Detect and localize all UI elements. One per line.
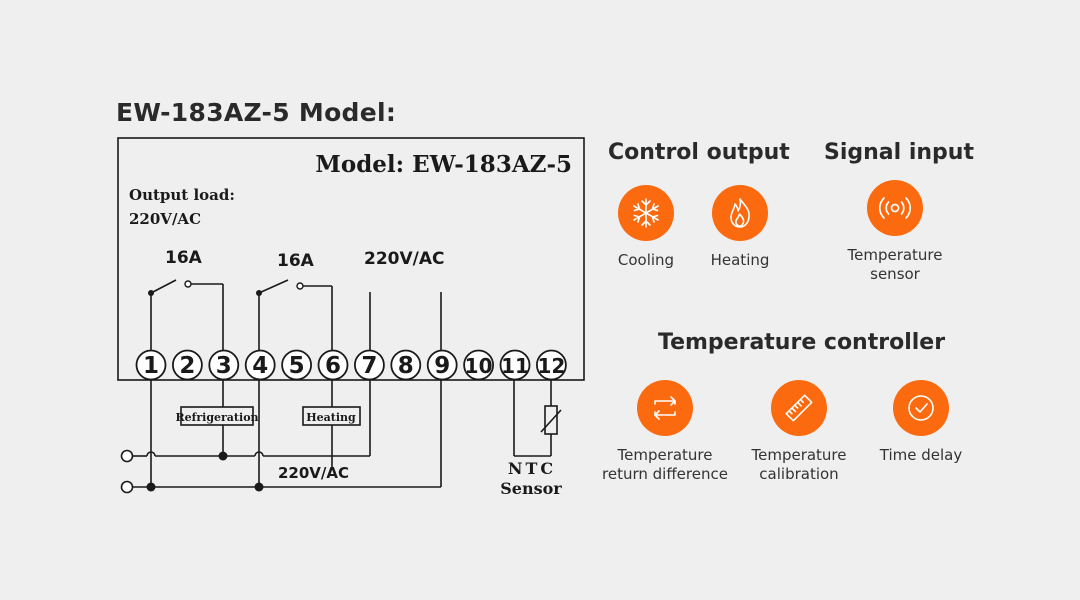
load-refrigeration-label: Refrigeration xyxy=(175,411,258,424)
junction-dot xyxy=(218,451,228,461)
terminal-number: 7 xyxy=(361,353,377,379)
controller-box xyxy=(117,137,585,381)
junction-dot xyxy=(148,290,154,296)
snowflake-icon xyxy=(633,198,659,228)
sensor-label-line1: NTC xyxy=(508,459,556,478)
feature-return-difference: Temperature return difference xyxy=(595,380,735,484)
terminal-4 xyxy=(244,349,276,381)
terminal-12 xyxy=(536,349,567,381)
terminal-number: 4 xyxy=(252,353,268,379)
signal-wave-icon xyxy=(878,197,912,219)
feature-label-line2: return difference xyxy=(602,465,728,483)
relay1-rating: 16A xyxy=(165,248,203,268)
terminal-5 xyxy=(281,349,313,381)
load-heating-label: Heating xyxy=(306,411,356,424)
ruler-icon xyxy=(785,394,813,422)
feature-label-line1: Temperature xyxy=(617,446,713,464)
power-input-terminal xyxy=(120,480,134,494)
output-load-label: Output load: xyxy=(129,186,235,204)
relay2-open-contact xyxy=(296,282,304,290)
terminal-3 xyxy=(208,349,240,381)
power-input-terminal xyxy=(120,449,134,463)
feature-temperature-sensor: Temperature sensor xyxy=(825,180,965,284)
feature-label: Cooling xyxy=(617,251,675,269)
terminal-7 xyxy=(353,349,385,381)
junction-dot xyxy=(254,482,264,492)
terminal-number: 1 xyxy=(143,353,159,379)
feature-calibration: Temperature calibration xyxy=(729,380,869,484)
junction-dot xyxy=(146,482,156,492)
feature-label-line1: Temperature xyxy=(751,446,847,464)
terminal-6 xyxy=(317,349,349,381)
feature-label-line1: Temperature xyxy=(847,246,943,264)
temperature-controller-title: Temperature controller xyxy=(658,330,946,355)
page-title: EW-183AZ-5 Model: xyxy=(116,98,397,127)
terminal-10 xyxy=(463,349,495,381)
power-label-top: 220V/AC xyxy=(364,249,444,269)
terminal-number: 12 xyxy=(537,354,565,378)
load-refrigeration-box xyxy=(180,406,254,426)
feature-cooling: Cooling xyxy=(576,185,716,270)
terminal-number: 5 xyxy=(289,353,305,379)
terminal-number: 2 xyxy=(179,353,195,379)
terminal-number: 8 xyxy=(398,353,414,379)
terminal-11 xyxy=(499,349,531,381)
power-label-bottom: 220V/AC xyxy=(278,464,349,482)
flame-icon xyxy=(730,198,750,228)
relay1-contact xyxy=(150,279,177,294)
terminal-9 xyxy=(426,349,458,381)
feature-heating: Heating xyxy=(670,185,810,270)
terminal-1 xyxy=(135,349,167,381)
terminal-number: 3 xyxy=(216,353,232,379)
terminal-8 xyxy=(390,349,422,381)
relay2-rating: 16A xyxy=(277,251,315,271)
terminal-number: 6 xyxy=(325,353,341,379)
terminal-number: 9 xyxy=(434,353,450,379)
sensor-label-line2: Sensor xyxy=(500,479,562,498)
model-label: Model: EW-183AZ-5 xyxy=(315,151,572,178)
clock-icon xyxy=(908,395,934,421)
feature-label: Heating xyxy=(710,251,770,269)
output-load-value: 220V/AC xyxy=(129,210,201,228)
control-output-title: Control output xyxy=(608,140,790,165)
feature-label-line2: sensor xyxy=(870,265,920,283)
feature-label-line2: calibration xyxy=(759,465,839,483)
junction-dot xyxy=(256,290,262,296)
signal-input-title: Signal input xyxy=(824,140,974,165)
terminal-number: 10 xyxy=(465,354,493,378)
feature-time-delay: Time delay xyxy=(851,380,991,465)
terminal-number: 11 xyxy=(501,354,529,378)
feature-label: Time delay xyxy=(879,446,963,464)
relay2-contact xyxy=(258,279,289,294)
return-arrows-icon xyxy=(654,396,676,420)
terminal-2 xyxy=(171,349,203,381)
relay1-open-contact xyxy=(184,280,192,288)
